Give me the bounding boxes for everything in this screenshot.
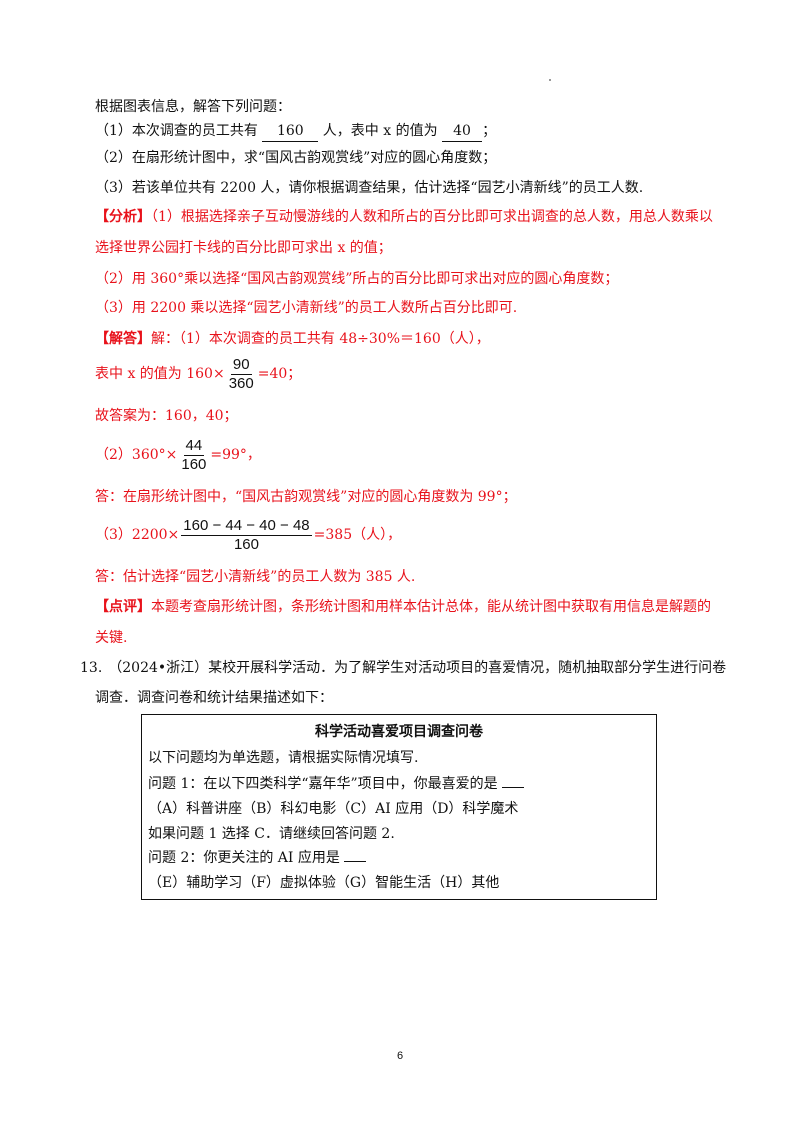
fraction-numerator: 160 − 44 − 40 − 48	[181, 516, 312, 536]
question-3: （3）若该单位共有 2200 人，请你根据调查结果，估计选择“园艺小清新线”的员…	[95, 180, 644, 196]
survey-question-1: 问题 1：在以下四类科学“嘉年华”项目中，你最喜爱的是	[148, 776, 498, 792]
solution-2-post: =40；	[257, 366, 302, 382]
question-2: （2）在扇形统计图中，求“国风古韵观赏线”对应的圆心角度数；	[95, 150, 497, 166]
analysis-tag: 【分析】	[95, 209, 151, 225]
solution-4-pre: （2）360°×	[95, 447, 178, 463]
comment-line-1: 【点评】本题考查扇形统计图，条形统计图和用样本估计总体，能从统计图中获取有用信息…	[95, 597, 711, 617]
comment-text-1: 本题考查扇形统计图，条形统计图和用样本估计总体，能从统计图中获取有用信息是解题的	[151, 599, 711, 615]
fraction-denominator: 360	[228, 374, 254, 392]
q1-answer-count: 160	[262, 121, 319, 142]
fraction-numerator: 44	[183, 436, 205, 456]
solution-6-pre: （3）2200×	[95, 527, 180, 543]
survey-line-1: 以下问题均为单选题，请根据实际情况填写.	[148, 750, 419, 766]
survey-question-2: 问题 2：你更关注的 AI 应用是	[148, 850, 340, 866]
question-13-line-2: 调查．调查问卷和统计结果描述如下：	[95, 690, 333, 706]
q1-answer-x: 40	[442, 121, 483, 142]
survey-line-3: （A）科普讲座（B）科幻电影（C）AI 应用（D）科学魔术	[148, 801, 519, 817]
analysis-line-4: （3）用 2200 乘以选择“园艺小清新线”的员工人数所占百分比即可.	[95, 300, 518, 316]
q1-pre: （1）本次调查的员工共有	[95, 123, 263, 139]
question-number: 13.	[80, 660, 103, 676]
solution-tag: 【解答】	[95, 331, 151, 347]
question-1: （1）本次调查的员工共有 160 人，表中 x 的值为 40；	[95, 121, 496, 142]
answer-blank	[343, 849, 366, 862]
solution-line-5: 答：在扇形统计图中，“国风古韵观赏线”对应的圆心角度数为 99°；	[95, 489, 517, 505]
survey-line-6: （E）辅助学习（F）虚拟体验（G）智能生活（H）其他	[148, 875, 500, 891]
comment-tag: 【点评】	[95, 599, 151, 615]
scan-dot	[549, 79, 551, 81]
analysis-line-2: 选择世界公园打卡线的百分比即可求出 x 的值；	[95, 240, 392, 256]
analysis-text-1: （1）根据选择亲子互动慢游线的人数和所占的百分比即可求出调查的总人数，用总人数乘…	[151, 209, 713, 225]
q1-post: ；	[482, 123, 497, 139]
solution-4-post: =99°，	[210, 447, 261, 463]
solution-6-post: =385（人），	[313, 527, 402, 543]
comment-line-2: 关键.	[95, 630, 128, 646]
answer-blank	[501, 775, 524, 788]
question-13-line-1: 13. （2024•浙江）某校开展科学活动．为了解学生对活动项目的喜爱情况，随机抽…	[80, 658, 726, 678]
solution-line-7: 答：估计选择“园艺小清新线”的员工人数为 385 人.	[95, 569, 416, 585]
analysis-line-1: 【分析】（1）根据选择亲子互动慢游线的人数和所占的百分比即可求出调查的总人数，用…	[95, 207, 713, 227]
solution-2-pre: 表中 x 的值为 160×	[95, 366, 225, 382]
analysis-line-3: （2）用 360°乘以选择“国风古韵观赏线”所占的百分比即可求出对应的圆心角度数…	[95, 271, 619, 287]
page-number: 6	[396, 1050, 404, 1062]
solution-line-1: 【解答】解：（1）本次调查的员工共有 48÷30%＝160（人），	[95, 329, 490, 349]
survey-title: 科学活动喜爱项目调查问卷	[315, 723, 483, 739]
survey-line-2: 问题 1：在以下四类科学“嘉年华”项目中，你最喜爱的是	[148, 773, 524, 793]
question-13-text-1: （2024•浙江）某校开展科学活动．为了解学生对活动项目的喜爱情况，随机抽取部分…	[108, 660, 727, 676]
q1-mid: 人，表中 x 的值为	[318, 123, 443, 139]
solution-line-3: 故答案为：160，40；	[95, 408, 238, 424]
solution-text-1: 解：（1）本次调查的员工共有 48÷30%＝160（人），	[151, 331, 490, 347]
survey-line-4: 如果问题 1 选择 C．请继续回答问题 2.	[148, 826, 395, 842]
fraction-denominator: 160	[233, 535, 259, 553]
fraction-denominator: 160	[181, 455, 207, 473]
fraction-numerator: 90	[230, 355, 252, 375]
survey-line-5: 问题 2：你更关注的 AI 应用是	[148, 847, 366, 867]
survey-box: 科学活动喜爱项目调查问卷 以下问题均为单选题，请根据实际情况填写. 问题 1：在…	[141, 714, 657, 900]
intro-text: 根据图表信息，解答下列问题：	[95, 99, 291, 115]
